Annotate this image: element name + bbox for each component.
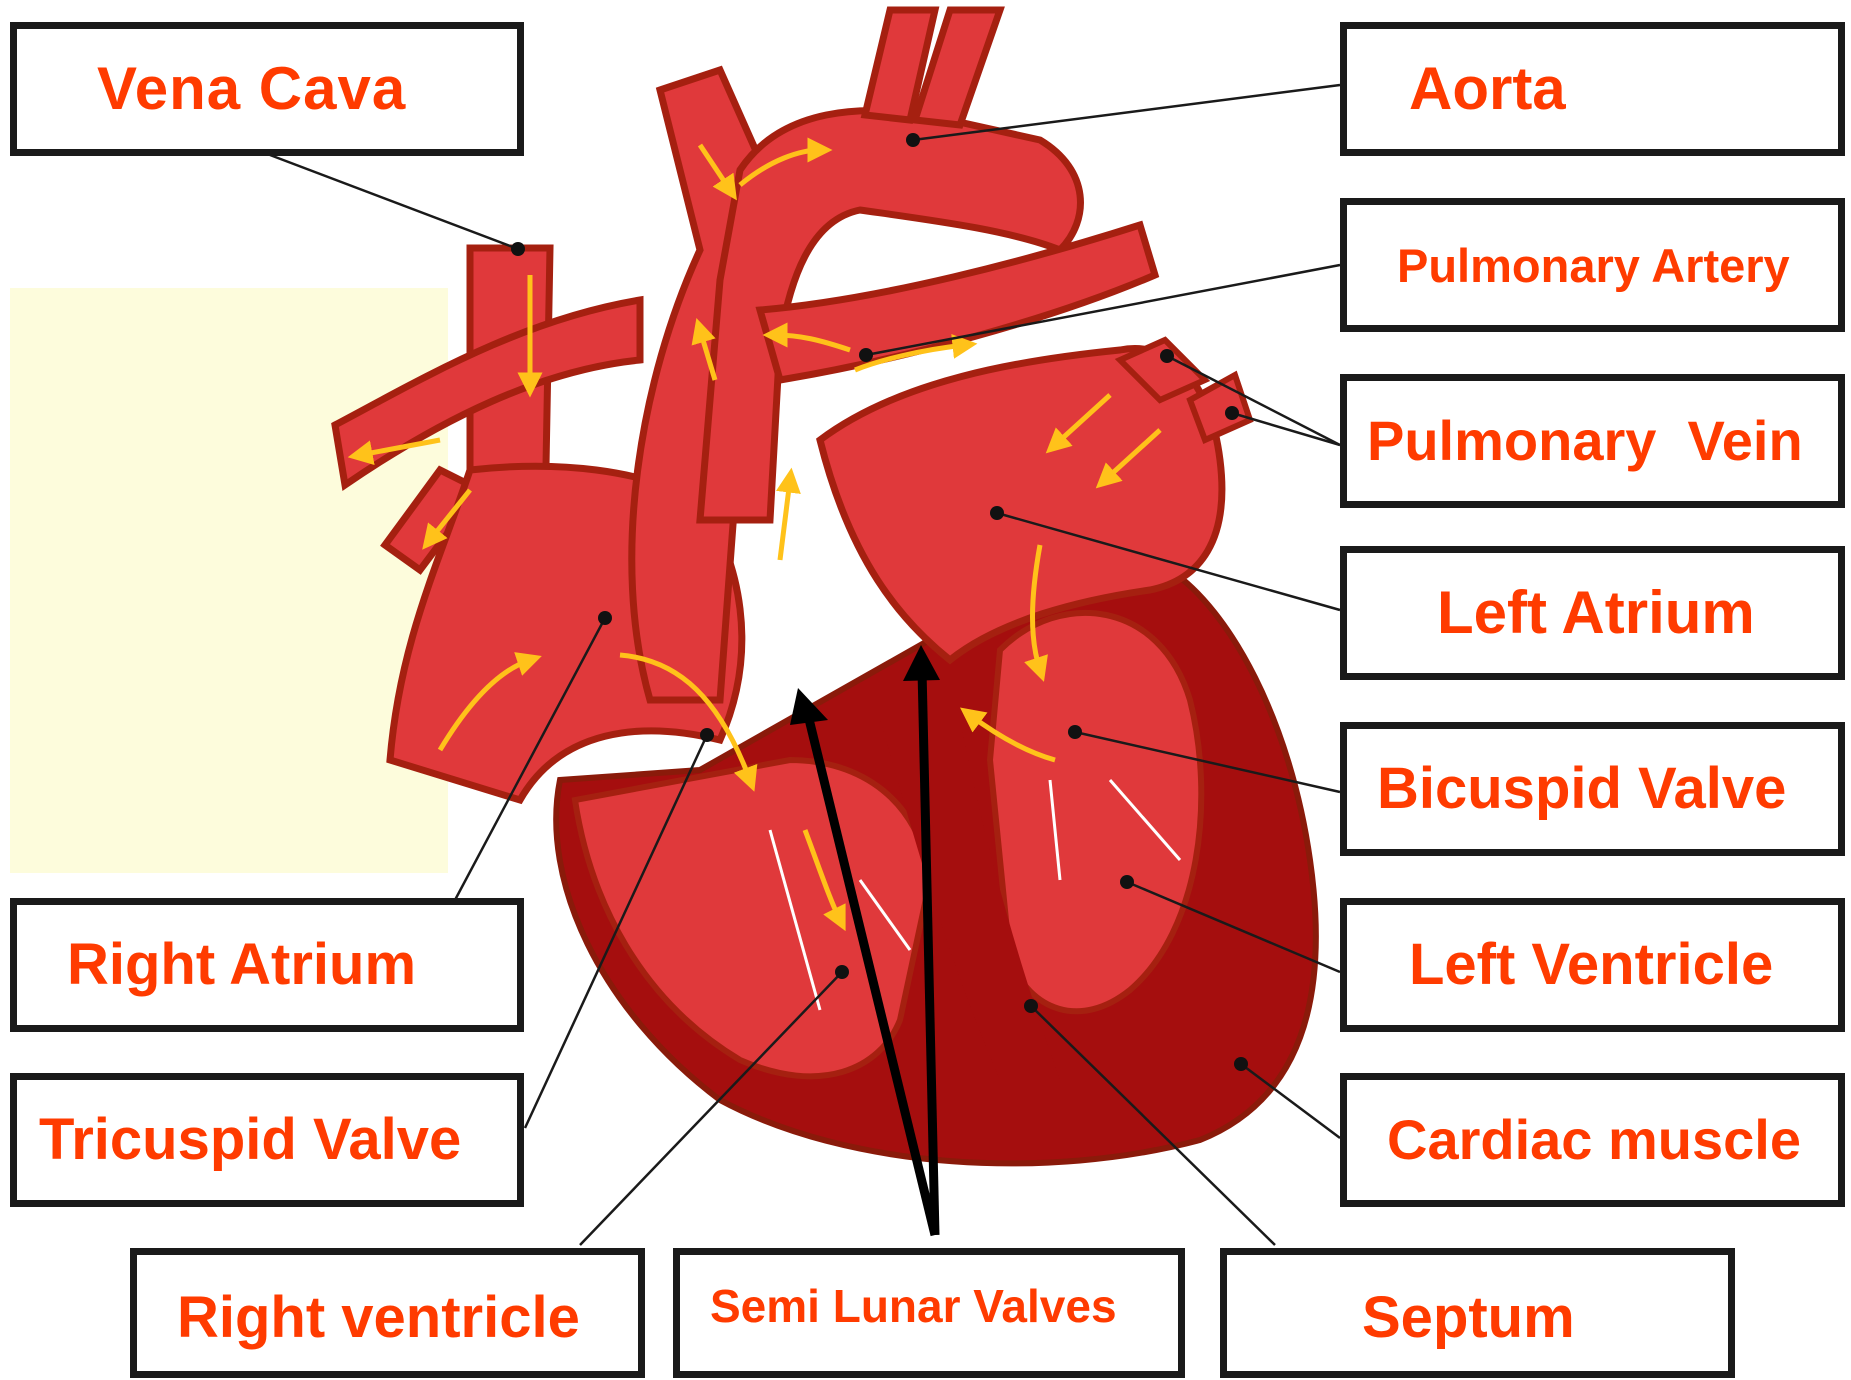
right-ventricle-label-box: Right ventricle: [130, 1248, 645, 1378]
bicuspid-valve-label-box: Bicuspid Valve: [1340, 722, 1845, 856]
right-atrium-label-box: Right Atrium: [10, 898, 524, 1032]
right-ventricle-label: Right ventricle: [177, 1289, 580, 1347]
septum-label-box: Septum: [1220, 1248, 1735, 1378]
cardiac-muscle-label-box: Cardiac muscle: [1340, 1073, 1845, 1207]
tricuspid-valve-label: Tricuspid Valve: [39, 1111, 461, 1169]
semi-lunar-valves-label: Semi Lunar Valves: [710, 1283, 1117, 1329]
tricuspid-valve-label-box: Tricuspid Valve: [10, 1073, 524, 1207]
bicuspid-valve-label: Bicuspid Valve: [1377, 760, 1786, 818]
septum-label: Septum: [1362, 1289, 1575, 1347]
cardiac-muscle-label: Cardiac muscle: [1387, 1112, 1801, 1168]
vena-cava-label: Vena Cava: [97, 59, 406, 119]
right-ventricle-chamber: [575, 760, 930, 1076]
vena-cava-label-box: Vena Cava: [10, 22, 524, 156]
pulmonary-vein-label: Pulmonary Vein: [1367, 413, 1803, 469]
pulmonary-vein-label-box: Pulmonary Vein: [1340, 374, 1845, 508]
semi-lunar-valves-label-box: Semi Lunar Valves: [673, 1248, 1185, 1378]
right-atrium-label: Right Atrium: [67, 936, 416, 994]
aorta-label: Aorta: [1409, 59, 1566, 119]
left-atrium-label: Left Atrium: [1437, 583, 1755, 643]
left-atrium-label-box: Left Atrium: [1340, 546, 1845, 680]
pulmonary-artery-label: Pulmonary Artery: [1397, 242, 1790, 289]
aorta-label-box: Aorta: [1340, 22, 1845, 156]
pulmonary-artery-label-box: Pulmonary Artery: [1340, 198, 1845, 332]
left-ventricle-label: Left Ventricle: [1409, 936, 1773, 994]
left-ventricle-label-box: Left Ventricle: [1340, 898, 1845, 1032]
